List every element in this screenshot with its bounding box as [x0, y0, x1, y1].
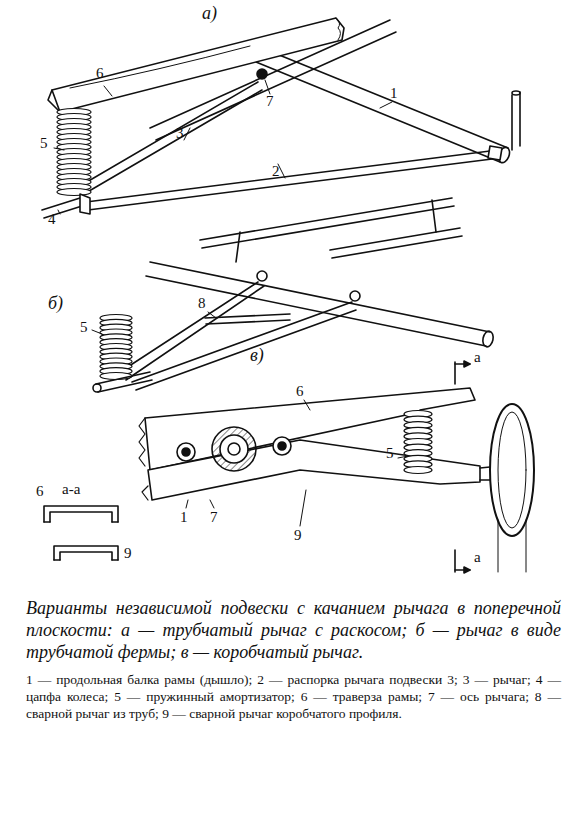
- parts-list: 1 — продольная балка рамы (дышло); 2 — р…: [26, 672, 561, 723]
- callout-number: 1: [390, 86, 398, 101]
- callout-number: а: [474, 550, 481, 565]
- callout-number: 5: [80, 320, 88, 335]
- spring-turn: [100, 373, 132, 380]
- section-a-a: [44, 506, 118, 560]
- spring-coil: [57, 109, 91, 196]
- spring-coil: [404, 411, 432, 474]
- panel-letter: в): [250, 346, 264, 364]
- callout-number: 3: [176, 126, 184, 141]
- callout-number: 6: [96, 66, 104, 81]
- callout-number: 1: [180, 510, 188, 525]
- callout-number: 9: [294, 528, 302, 543]
- callout-number: а-а: [62, 482, 80, 497]
- callout-number: 6: [296, 384, 304, 399]
- callout-number: 6: [36, 484, 44, 499]
- callout-number: 2: [272, 164, 280, 179]
- panel-letter: б): [48, 294, 63, 312]
- callout-number: 7: [266, 94, 274, 109]
- callout-number: 5: [386, 446, 394, 461]
- callout-number: 7: [210, 510, 218, 525]
- callout-number: 4: [48, 212, 56, 227]
- figure-caption: Варианты независимой подвески с качанием…: [26, 598, 561, 664]
- callout-number: а: [474, 350, 481, 365]
- callout-number: 8: [198, 296, 206, 311]
- callout-number: 5: [40, 136, 48, 151]
- panel-letter: а): [202, 4, 217, 22]
- spring-turn: [404, 467, 432, 474]
- spring-turn: [57, 189, 91, 196]
- panel-b: [92, 198, 495, 392]
- panel-c: [139, 361, 534, 573]
- callout-number: 9: [124, 546, 132, 561]
- panel-a: [42, 18, 520, 218]
- spring-coil: [100, 315, 132, 380]
